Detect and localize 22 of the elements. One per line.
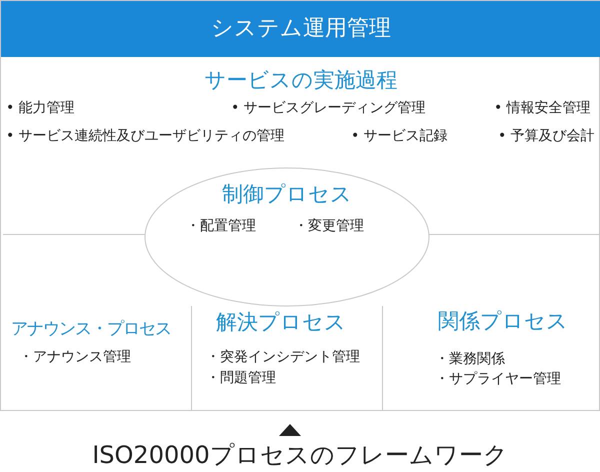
list-item: ・突発インシデント管理 xyxy=(206,348,360,366)
list-item: • サービス連続性及びユーザビリティの管理 xyxy=(6,127,285,145)
caption: ISO20000プロセスのフレームワーク xyxy=(91,440,509,470)
list-item: ・変更管理 xyxy=(294,217,364,235)
title-band: システム運用管理 xyxy=(1,1,600,57)
list-item: ・業務関係 xyxy=(435,350,505,368)
frame-box xyxy=(0,0,600,411)
list-item: • 能力管理 xyxy=(6,99,75,117)
section-heading: 解決プロセス xyxy=(216,309,346,335)
section-heading: 関係プロセス xyxy=(438,308,568,334)
list-item: • 情報安全管理 xyxy=(494,99,591,117)
section-heading: アナウンス・プロセス xyxy=(11,318,171,341)
list-item: ・アナウンス管理 xyxy=(19,348,131,366)
section-heading: サービスの実施過程 xyxy=(204,67,398,93)
section-panel xyxy=(191,306,383,411)
section-heading: 制御プロセス xyxy=(221,181,353,207)
list-item: • サービス記録 xyxy=(351,127,448,145)
list-item: • 予算及び会計 xyxy=(498,127,595,145)
list-item: ・配置管理 xyxy=(186,217,256,235)
list-item: • サービスグレーディング管理 xyxy=(231,99,426,117)
list-item: ・サプライヤー管理 xyxy=(435,370,561,388)
list-item: ・問題管理 xyxy=(206,369,276,387)
